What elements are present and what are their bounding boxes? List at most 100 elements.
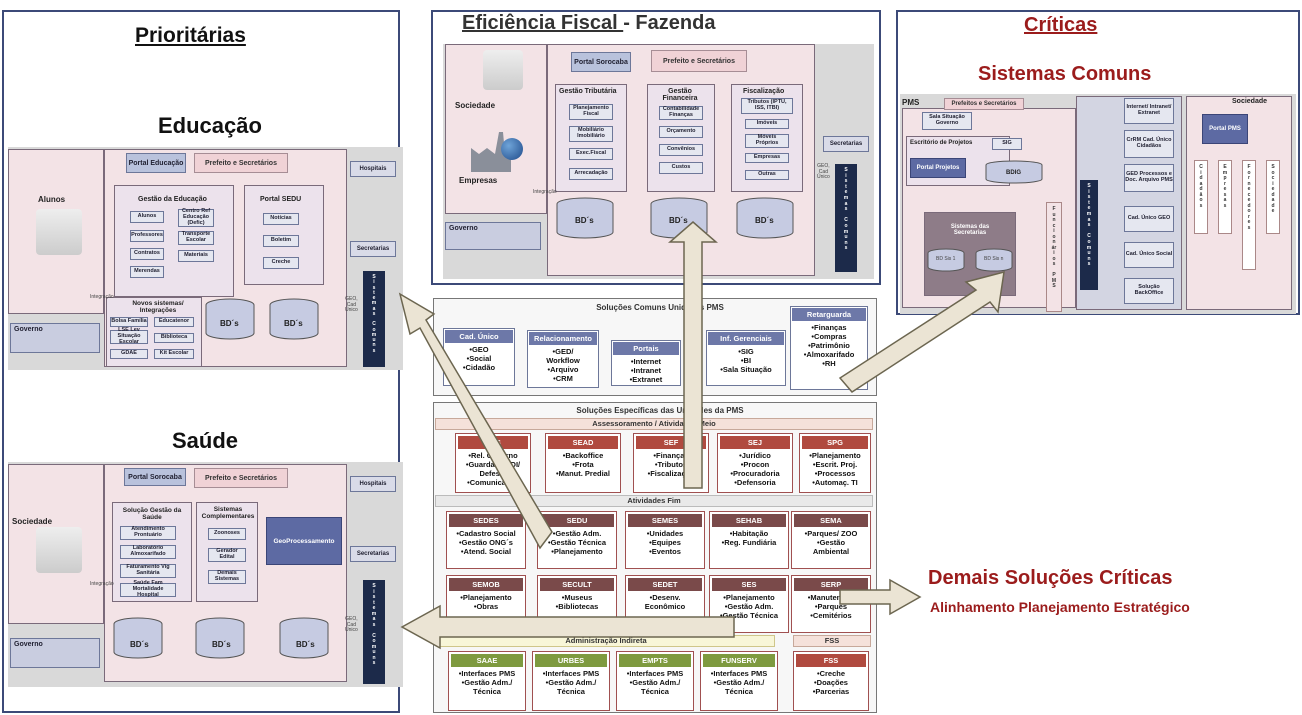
fisc-0[interactable]: Tributos (IPTU, ISS, ITBI): [741, 98, 793, 114]
comp-demais[interactable]: Demais Sistemas: [208, 570, 246, 584]
fisc-2[interactable]: Móveis Próprios: [745, 134, 789, 148]
card-indireta_items-1[interactable]: URBES•Interfaces PMS •Gestão Adm./ Técni…: [532, 651, 610, 711]
card-fim_row1-4[interactable]: SEMA•Parques/ ZOO •Gestão Ambiental: [791, 511, 871, 569]
sistemas-comuns-stack-saude[interactable]: S i s t e m a s C o m u n s: [363, 580, 385, 684]
edu-item-merendas[interactable]: Merendas: [130, 266, 164, 278]
sistemas-comuns-stack-faz[interactable]: S i s t e m a s C o m u n s: [835, 164, 857, 272]
society-image: [36, 527, 82, 573]
card-indireta_items-2[interactable]: EMPTS•Interfaces PMS •Gestão Adm./ Técni…: [616, 651, 694, 711]
fisc-3[interactable]: Empresas: [745, 153, 789, 163]
saude-item-3[interactable]: Saúde Fam Mortalidade Hospital: [120, 580, 176, 598]
fin-0[interactable]: Contabilidade Finanças: [659, 106, 703, 120]
solucao-backoffice[interactable]: Solução BackOffice: [1124, 278, 1174, 304]
card-fim_row2-1[interactable]: SECULT•Museus •Bibliotecas: [537, 575, 617, 633]
internet-box[interactable]: Internet/ Intranet/ Extranet: [1124, 98, 1174, 124]
cad-geo-box[interactable]: Cad. Único GEO: [1124, 206, 1174, 232]
pms-label: PMS: [902, 98, 920, 107]
fisc-4[interactable]: Outras: [745, 170, 789, 180]
card-fim_row2-0[interactable]: SEMOB•Planejamento •Obras: [446, 575, 526, 633]
card-indireta_items-3[interactable]: FUNSERV•Interfaces PMS •Gestão Adm./ Téc…: [700, 651, 778, 711]
hospitais-edu[interactable]: Hospitais: [350, 161, 396, 177]
fin-3[interactable]: Custos: [659, 162, 703, 174]
trib-3[interactable]: Arrecadação: [569, 168, 613, 180]
card-meio-1[interactable]: SEAD•Backoffice •Frota •Manut. Predial: [545, 433, 621, 493]
sistemas-comuns-stack-crit[interactable]: S i s t e m a s C o m u n s: [1080, 180, 1098, 290]
edu-item-materiais[interactable]: Materiais: [178, 250, 214, 262]
prefeito-box-saude[interactable]: Prefeito e Secretários: [194, 468, 288, 488]
hospitais-saude[interactable]: Hospitais: [350, 476, 396, 492]
sig-box[interactable]: SIG: [992, 138, 1022, 150]
fin-2[interactable]: Convênios: [659, 144, 703, 156]
secretarias-faz[interactable]: Secretarias: [823, 136, 869, 152]
governo-faz[interactable]: Governo: [445, 222, 541, 250]
card-fim_row1-3[interactable]: SEHAB•Habitação •Reg. Fundiária: [709, 511, 789, 569]
saude-item-2[interactable]: Faturamento Vig Sanitária: [120, 564, 176, 578]
novos-biblioteca[interactable]: Biblioteca: [154, 333, 194, 343]
edu-item-transporte[interactable]: Transporte Escolar: [178, 231, 214, 245]
ged-box[interactable]: GED Processos e Doc. Arquivo PMS: [1124, 164, 1174, 192]
trib-0[interactable]: Planejamento Fiscal: [569, 104, 613, 120]
sistemas-comuns-title: Sistemas Comuns: [978, 63, 1152, 85]
card-items: •Jurídico •Procon •Procuradoria •Defenso…: [730, 451, 780, 488]
governo-edu[interactable]: Governo: [10, 323, 100, 353]
prefeito-box-faz[interactable]: Prefeito e Secretários: [651, 50, 747, 72]
educacao-diagram: Alunos Portal Educação Prefeito e Secret…: [8, 147, 403, 370]
sistemas-secretarias-label: Sistemas das Secretarias: [950, 224, 990, 236]
comp-gerador[interactable]: Gerador Edital: [208, 548, 246, 562]
fin-1[interactable]: Orçamento: [659, 126, 703, 138]
portal-sorocaba-faz[interactable]: Portal Sorocaba: [571, 52, 631, 72]
edu-item-professores[interactable]: Professores: [130, 230, 164, 242]
novos-kit[interactable]: Kit Escolar: [154, 349, 194, 359]
novos-lse[interactable]: LSE Lev Situação Escolar: [110, 327, 148, 345]
portal-sorocaba-saude[interactable]: Portal Sorocaba: [124, 468, 186, 486]
bd-label-faz-2: BD´s: [669, 216, 688, 225]
novos-gdae[interactable]: GDAE: [110, 349, 148, 359]
comp-zoonoses[interactable]: Zoonoses: [208, 528, 246, 540]
fisc-1[interactable]: Imóveis: [745, 119, 789, 129]
card-fss-0[interactable]: FSS•Creche •Doações •Parcerias: [793, 651, 869, 711]
secretarias-saude[interactable]: Secretarias: [350, 546, 396, 562]
sedu-noticias[interactable]: Notícias: [263, 213, 299, 225]
card-fim_row1-0[interactable]: SEDES•Cadastro Social •Gestão ONG´s •Ate…: [446, 511, 526, 569]
card-fim_row1-2[interactable]: SEMES•Unidades •Equipes •Eventos: [625, 511, 705, 569]
geoprocessamento-box[interactable]: GeoProcessamento: [266, 517, 342, 565]
comuns-group-4[interactable]: Retarguarda•Finanças •Compras •Patrimôni…: [790, 306, 868, 390]
prefeitos-box-crit[interactable]: Prefeitos e Secretários: [944, 98, 1024, 110]
edu-item-contratos[interactable]: Contratos: [130, 248, 164, 260]
portal-educacao[interactable]: Portal Educação: [126, 153, 186, 173]
card-indireta_items-0[interactable]: SAAE•Interfaces PMS •Gestão Adm./ Técnic…: [448, 651, 526, 711]
edu-item-centro[interactable]: Centro Ref Educação (Defic): [178, 208, 214, 227]
saude-item-1[interactable]: Laboratório Almoxarifado: [120, 545, 176, 559]
card-meio-2[interactable]: SEF•Finanças •Tributos •Fiscalização: [633, 433, 709, 493]
comuns-group-0[interactable]: Cad. Único•GEO •Social •Cidadão: [443, 328, 515, 386]
crm-box[interactable]: CrRM Cad. Único Cidadãos: [1124, 130, 1174, 158]
card-fim_row2-4[interactable]: SERP•Manutenção •Parques •Cemitérios: [791, 575, 871, 633]
comuns-group-2[interactable]: Portais•Internet •Intranet •Extranet: [611, 340, 681, 386]
sistemas-comuns-stack-edu[interactable]: S i s t e m a s C o m u n s: [363, 271, 385, 367]
card-fim_row2-3[interactable]: SES•Planejamento •Gestão Adm. •Gestão Té…: [709, 575, 789, 633]
comuns-group-1[interactable]: Relacionamento•GED/ Workflow •Arquivo •C…: [527, 330, 599, 388]
trib-1[interactable]: Mobiliário Imobiliário: [569, 126, 613, 142]
novos-educatenor[interactable]: Educatenor: [154, 317, 194, 327]
saude-item-0[interactable]: Atendimento Prontuário: [120, 526, 176, 540]
novos-bolsa[interactable]: Bolsa Família: [110, 317, 148, 327]
card-fim_row1-1[interactable]: SEDU•Gestão Adm. •Gestão Técnica •Planej…: [537, 511, 617, 569]
atividades-fim-band: Atividades Fim: [435, 495, 873, 507]
prefeito-box-edu[interactable]: Prefeito e Secretários: [194, 153, 288, 173]
sala-situacao[interactable]: Sala Situação Governo: [922, 112, 972, 130]
portal-projetos[interactable]: Portal Projetos: [910, 158, 966, 178]
card-meio-3[interactable]: SEJ•Jurídico •Procon •Procuradoria •Defe…: [717, 433, 793, 493]
sedu-boletim[interactable]: Boletim: [263, 235, 299, 247]
card-meio-4[interactable]: SPG•Planejamento •Escrit. Proj. •Process…: [799, 433, 871, 493]
card-title: SEJ: [720, 436, 790, 450]
sedu-creche[interactable]: Creche: [263, 257, 299, 269]
secretarias-edu[interactable]: Secretarias: [350, 241, 396, 257]
governo-saude[interactable]: Governo: [10, 638, 100, 668]
portal-pms[interactable]: Portal PMS: [1202, 114, 1248, 144]
edu-item-alunos[interactable]: Alunos: [130, 211, 164, 223]
card-fim_row2-2[interactable]: SEDET•Desenv. Econômico: [625, 575, 705, 633]
card-meio-0[interactable]: SGS•Rel. Governo •Guarda (GCDI/ Defesa) …: [455, 433, 531, 493]
comuns-group-3[interactable]: Inf. Gerenciais•SIG •BI •Sala Situação: [706, 330, 786, 386]
trib-2[interactable]: Exec.Fiscal: [569, 148, 613, 160]
cad-social-box[interactable]: Cad. Único Social: [1124, 242, 1174, 268]
